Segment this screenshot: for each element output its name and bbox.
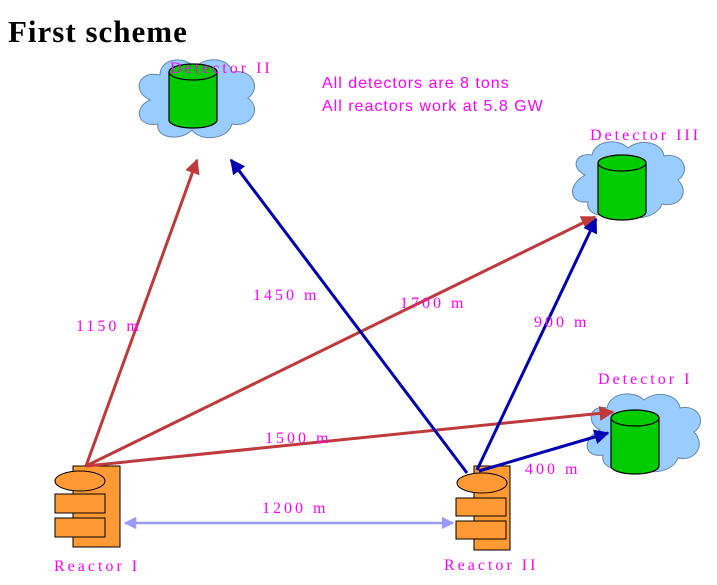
- arrow-reactor-ii-to-detector-iii: [475, 217, 598, 471]
- label-detector-iii: Detector III: [590, 127, 701, 144]
- arrow-reactor-i-to-detector-ii: [84, 158, 200, 467]
- reactor-i-symbol: [54, 465, 121, 548]
- detector-i-tank: [610, 409, 660, 475]
- detector-ii-tank: [168, 63, 218, 129]
- reactor-ii-symbol: [455, 465, 511, 551]
- distance-reactor-ii-detector-i: 400 m: [525, 461, 580, 478]
- arrow-reactor-i-to-detector-iii: [85, 215, 597, 468]
- distance-reactor-baseline: 1200 m: [262, 500, 328, 517]
- page-title: First scheme: [8, 14, 188, 49]
- distance-reactor-ii-detector-ii: 1450 m: [253, 287, 319, 304]
- distance-reactor-i-detector-ii: 1150 m: [76, 318, 142, 335]
- arrow-reactor-ii-to-detector-ii: [229, 158, 469, 474]
- label-reactor-i: Reactor I: [54, 558, 140, 575]
- arrow-reactor-ii-to-detector-i: [478, 429, 610, 473]
- label-reactor-ii: Reactor II: [444, 557, 538, 574]
- distance-reactor-ii-detector-iii: 900 m: [534, 314, 589, 331]
- detector-iii-tank: [597, 154, 647, 221]
- note-reactor-power: All reactors work at 5.8 GW: [322, 98, 544, 115]
- label-detector-i: Detector I: [598, 371, 692, 388]
- arrow-reactor-i-to-detector-i: [85, 405, 615, 468]
- distance-reactor-i-detector-iii: 1700 m: [400, 295, 466, 312]
- note-detector-mass: All detectors are 8 tons: [322, 75, 510, 92]
- label-detector-ii: Detector II: [170, 60, 273, 77]
- distance-reactor-i-detector-i: 1500 m: [265, 430, 331, 447]
